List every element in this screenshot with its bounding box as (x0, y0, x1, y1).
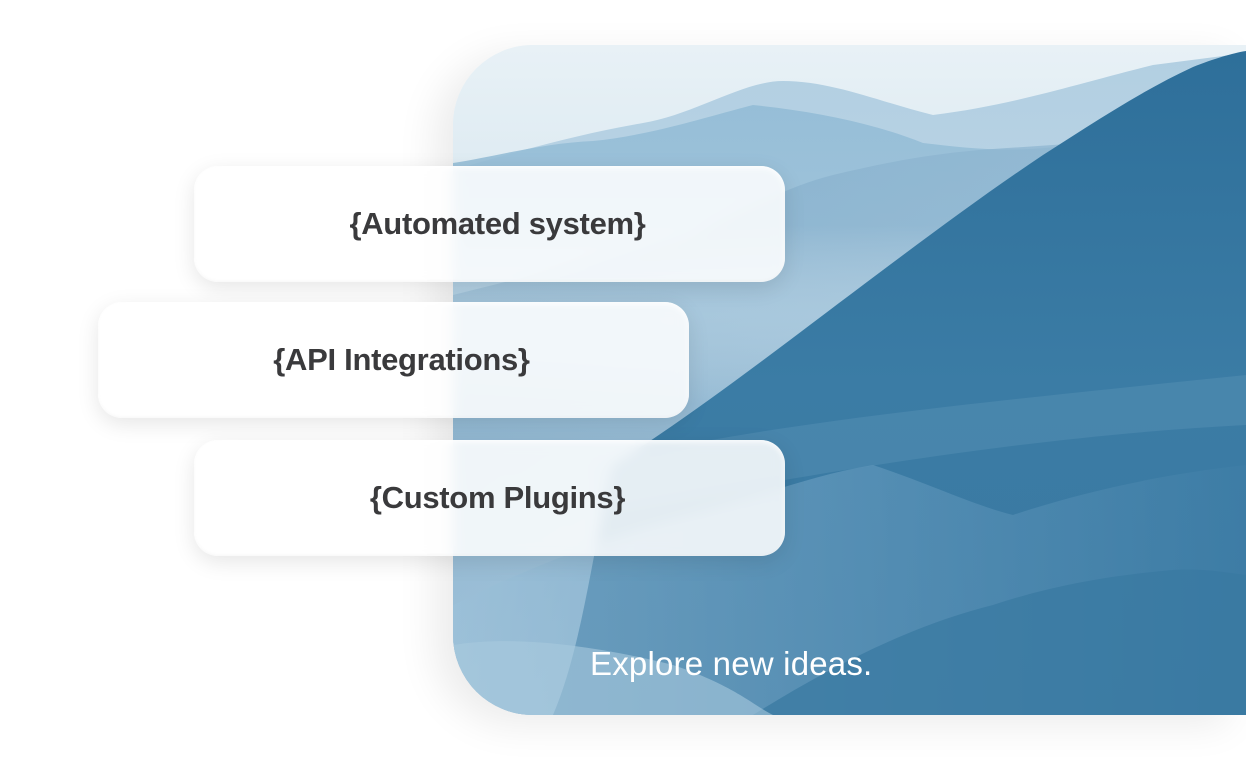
feature-card-custom-plugins[interactable]: {Custom Plugins} (194, 440, 785, 556)
feature-card-api-integrations[interactable]: {API Integrations} (98, 302, 689, 418)
feature-card-label: {Custom Plugins} (369, 480, 626, 515)
feature-card-label: {API Integrations} (273, 342, 530, 377)
feature-card-label: {Automated system} (349, 206, 646, 241)
hero-caption: Explore new ideas. (590, 645, 873, 682)
feature-card-automated-system[interactable]: {Automated system} (194, 166, 785, 282)
